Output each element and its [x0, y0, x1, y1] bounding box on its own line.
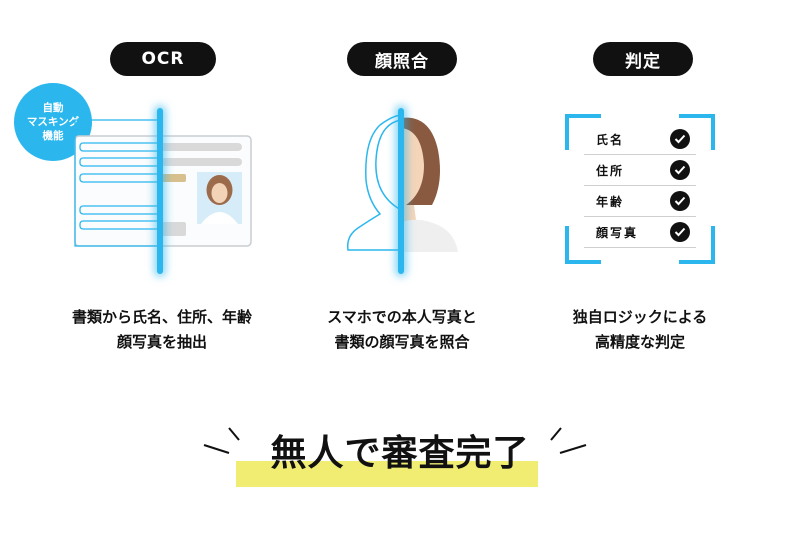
id-photo-body: [201, 212, 238, 224]
face-caption: スマホでの本人写真と 書類の顔写真を照合: [297, 305, 507, 355]
face-scan-line: [398, 108, 404, 274]
judge-row-photo: 顔写真: [584, 217, 696, 248]
id-card-line: [160, 158, 242, 166]
step-face-match-title: 顔照合: [375, 51, 429, 72]
accent-mark: [550, 427, 562, 441]
judgement-caption: 独自ロジックによる 高精度な判定: [560, 305, 720, 355]
id-card-line: [160, 143, 242, 151]
ocr-caption-line1: 書類から氏名、住所、年齢: [71, 308, 252, 326]
ocr-caption-line2: 顔写真を抽出: [116, 333, 207, 351]
judge-label-name: 氏名: [596, 132, 625, 147]
judge-row-name: 氏名: [584, 124, 696, 155]
result-highlight: [236, 461, 538, 487]
judge-row-address: 住所: [584, 155, 696, 186]
check-icon: [670, 222, 690, 242]
check-icon: [670, 129, 690, 149]
step-judgement-title: 判定: [625, 51, 661, 72]
check-icon: [670, 160, 690, 180]
accent-mark: [203, 444, 230, 454]
judge-row-age: 年齢: [584, 186, 696, 217]
face-neck-right: [401, 205, 416, 222]
result-text: 無人で審査完了: [270, 433, 530, 474]
judge-label-age: 年齢: [596, 194, 625, 209]
face-caption-line2: 書類の顔写真を照合: [334, 333, 470, 351]
face-outline-left-inner: [375, 119, 402, 211]
step-ocr-pill: OCR: [110, 42, 216, 76]
frame-corner-br: [679, 226, 715, 264]
check-icon: [670, 191, 690, 211]
face-outline-left: [346, 114, 402, 251]
frame-corner-tr: [679, 114, 715, 150]
step-judgement-pill: 判定: [593, 42, 693, 76]
result-accent-marks: [203, 427, 587, 454]
face-caption-line1: スマホでの本人写真と: [327, 308, 477, 326]
ocr-caption: 書類から氏名、住所、年齢 顔写真を抽出: [52, 305, 272, 355]
frame-corner-bl: [565, 226, 601, 264]
judgement-caption-line1: 独自ロジックによる: [572, 308, 708, 326]
frame-corner-tl: [565, 114, 601, 150]
ocr-scan-line: [157, 108, 163, 274]
id-photo-face: [211, 183, 228, 203]
face-body-right: [401, 219, 458, 252]
id-card-line: [160, 222, 186, 236]
result-block: 無人で審査完了: [0, 424, 800, 476]
auto-masking-label: 自動 マスキング 機能: [26, 102, 80, 142]
step-face-match-pill: 顔照合: [347, 42, 457, 76]
accent-mark: [559, 444, 587, 454]
judgement-caption-line2: 高精度な判定: [594, 333, 685, 351]
face-skin-right: [401, 128, 424, 208]
id-card-line: [160, 174, 186, 182]
step-ocr-title: OCR: [141, 49, 185, 69]
judge-label-address: 住所: [596, 163, 625, 178]
judge-label-photo: 顔写真: [596, 225, 639, 240]
accent-mark: [228, 427, 240, 441]
